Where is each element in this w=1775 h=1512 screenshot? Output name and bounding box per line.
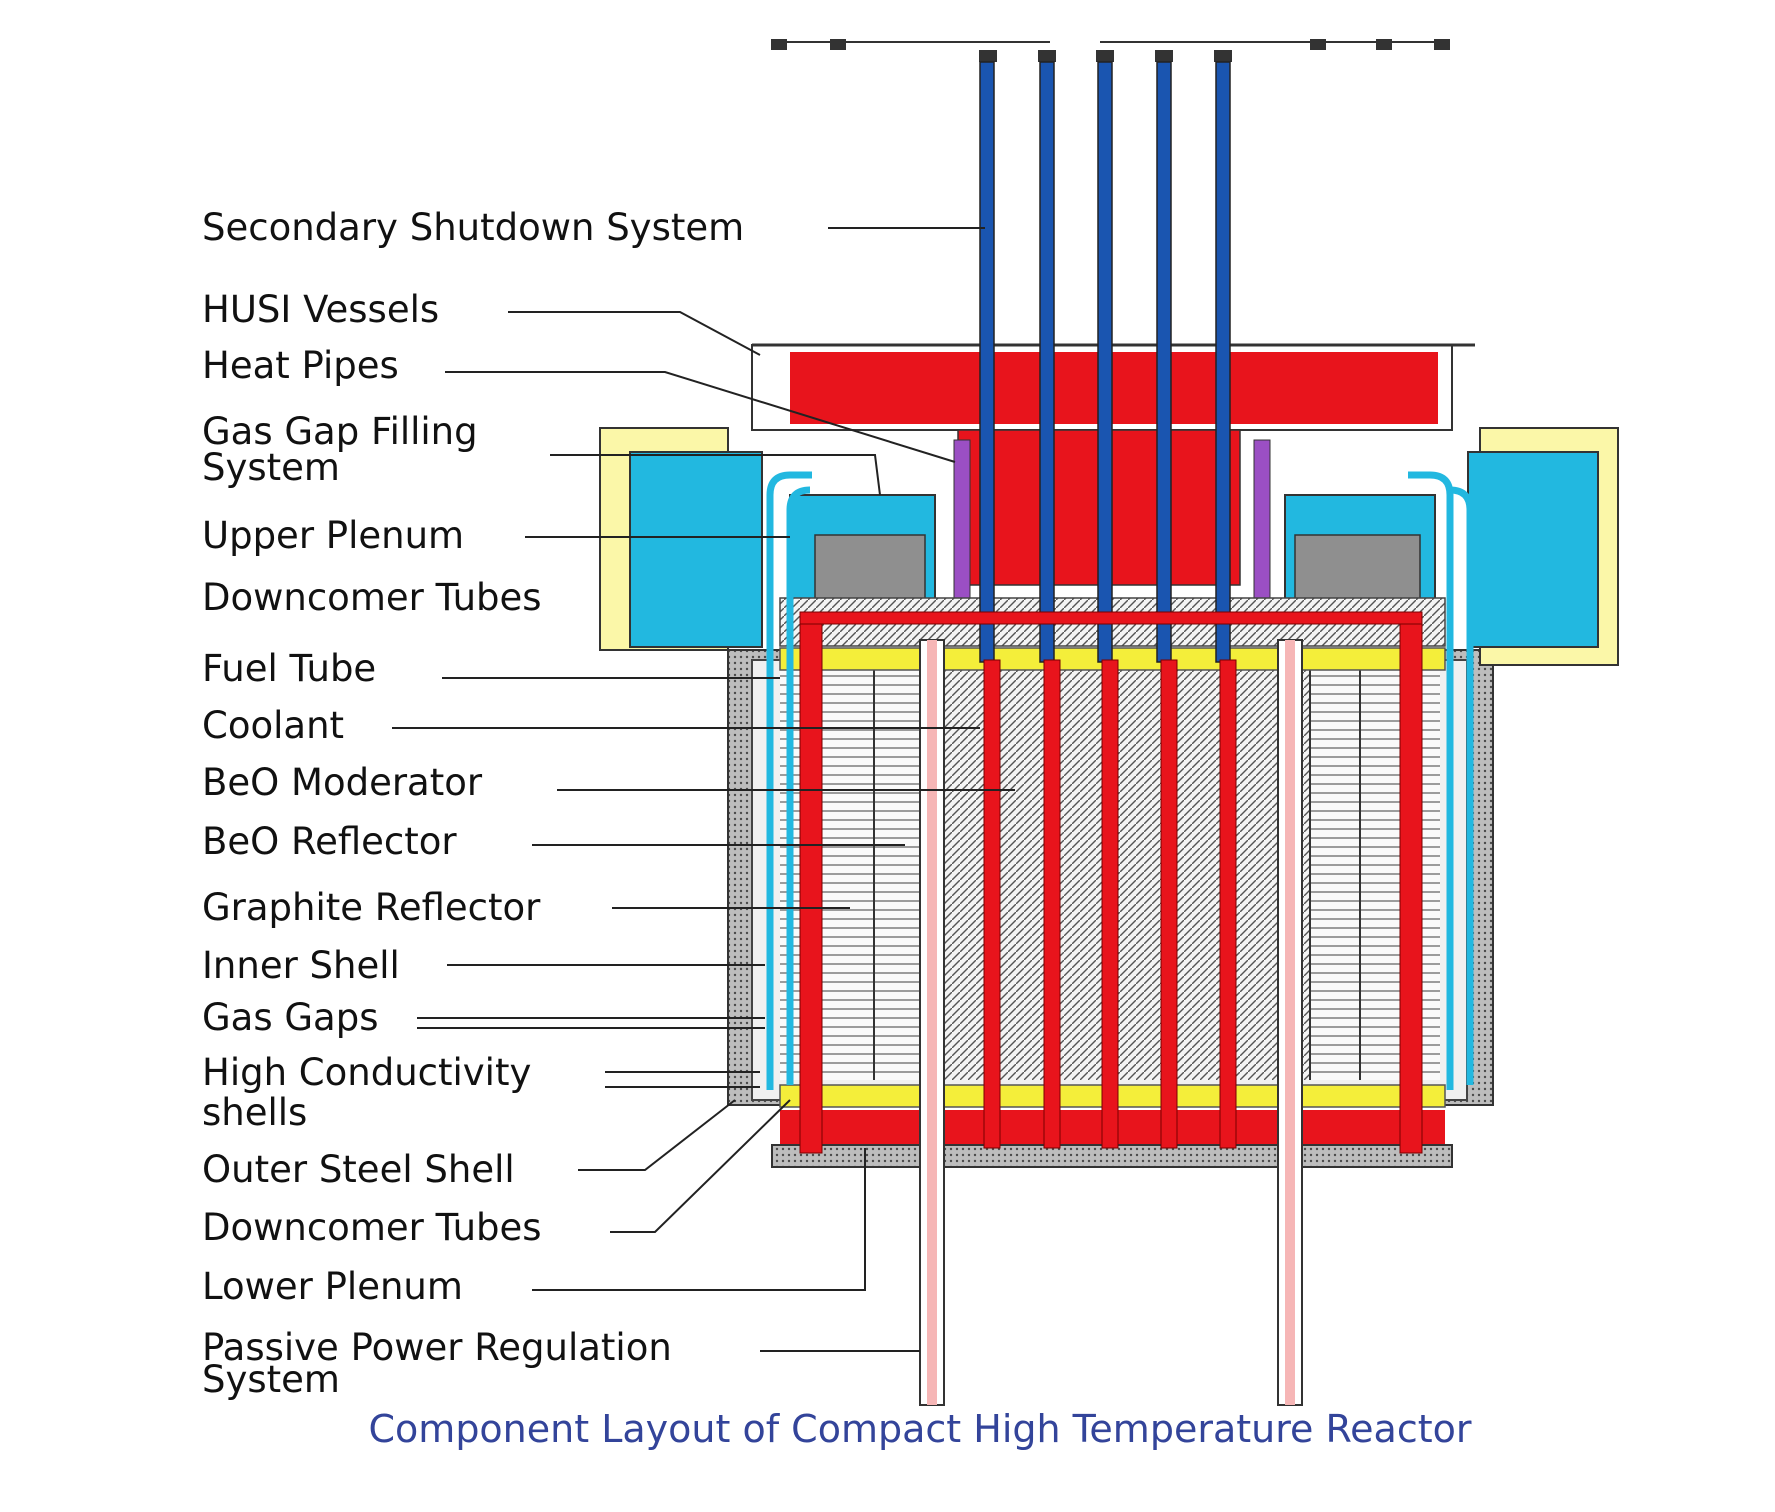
label-passive-power-2: System [202, 1358, 340, 1401]
label-gas-gap-filling-2: System [202, 446, 340, 489]
left-gray-block [814, 534, 926, 606]
label-beo-moderator: BeO Moderator [202, 761, 483, 804]
label-husi-vessels: HUSI Vessels [202, 288, 439, 331]
label-downcomer-tubes-lower: Downcomer Tubes [202, 1206, 542, 1249]
label-beo-reflector: BeO Reflector [202, 820, 457, 863]
shutdown-rod [1215, 61, 1231, 663]
label-fuel-tube: Fuel Tube [202, 647, 376, 690]
label-graphite-reflector: Graphite Reflector [202, 886, 541, 929]
label-coolant: Coolant [202, 704, 344, 747]
label-downcomer-tubes-upper: Downcomer Tubes [202, 576, 542, 619]
shutdown-rod [979, 61, 995, 663]
shutdown-rod [1039, 61, 1055, 663]
left-upper-plenum [629, 451, 763, 648]
label-upper-plenum: Upper Plenum [202, 514, 464, 557]
top-header-connectors [771, 39, 1450, 62]
heat-pipe [1160, 659, 1178, 1149]
shutdown-rod [1156, 61, 1172, 663]
right-upper-plenum [1467, 451, 1599, 648]
heat-pipe [1101, 659, 1119, 1149]
right-downcomer-tube [1408, 471, 1474, 1090]
label-inner-shell: Inner Shell [202, 944, 400, 987]
labels: Secondary Shutdown System HUSI Vessels H… [202, 206, 744, 1401]
heat-pipe [1043, 659, 1061, 1149]
heat-pipe-right-outer [1399, 617, 1423, 1154]
label-gas-gap-filling-1: Gas Gap Filling [202, 410, 478, 453]
pipe-top-header [799, 611, 1423, 625]
label-high-conductivity-1: High Conductivity [202, 1051, 531, 1094]
right-gray-block [1294, 534, 1421, 606]
figure-caption: Component Layout of Compact High Tempera… [369, 1407, 1472, 1451]
husi-vessels [790, 352, 1438, 424]
leader-lines [392, 227, 1015, 1352]
label-secondary-shutdown: Secondary Shutdown System [202, 206, 744, 249]
label-heat-pipes: Heat Pipes [202, 344, 399, 387]
label-outer-steel-shell: Outer Steel Shell [202, 1148, 515, 1191]
heat-pipe [1219, 659, 1237, 1149]
heat-pipe-left-outer [799, 617, 823, 1154]
label-lower-plenum: Lower Plenum [202, 1265, 463, 1308]
heat-pipe [983, 659, 1001, 1149]
label-high-conductivity-2: shells [202, 1091, 307, 1134]
heat-pipes [799, 611, 1423, 1154]
passive-power-regulation-tubes [919, 639, 1303, 1406]
shutdown-rod [1097, 61, 1113, 663]
label-gas-gaps: Gas Gaps [202, 996, 379, 1039]
label-passive-power-1: Passive Power Regulation [202, 1326, 672, 1369]
left-downcomer-tube [766, 471, 812, 1090]
